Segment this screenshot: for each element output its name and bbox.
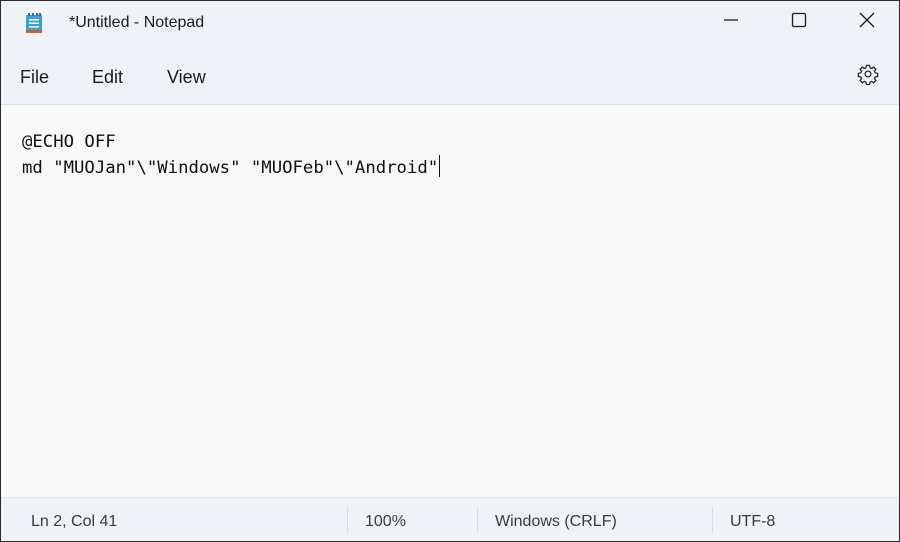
menu-edit[interactable]: Edit bbox=[92, 67, 124, 87]
status-divider bbox=[712, 508, 713, 532]
gear-icon bbox=[857, 63, 879, 90]
encoding: UTF-8 bbox=[730, 513, 776, 530]
close-icon bbox=[859, 12, 875, 33]
window-title: *Untitled - Notepad bbox=[69, 14, 205, 31]
menu-file[interactable]: File bbox=[20, 67, 50, 87]
editor-line: @ECHO OFF bbox=[22, 132, 116, 152]
menu-bar: File Edit View bbox=[1, 55, 899, 101]
notepad-icon bbox=[25, 12, 43, 34]
text-caret bbox=[439, 155, 441, 177]
minimize-icon bbox=[723, 12, 739, 33]
settings-button[interactable] bbox=[855, 63, 881, 89]
status-divider bbox=[477, 508, 478, 532]
line-ending: Windows (CRLF) bbox=[495, 513, 617, 530]
editor-line: md "MUOJan"\"Windows" "MUOFeb"\"Android" bbox=[22, 158, 439, 178]
maximize-button[interactable] bbox=[765, 1, 833, 43]
title-bar[interactable]: *Untitled - Notepad bbox=[1, 1, 899, 47]
status-bar: Ln 2, Col 41 100% Windows (CRLF) UTF-8 bbox=[1, 497, 899, 541]
text-editor[interactable]: @ECHO OFF md "MUOJan"\"Windows" "MUOFeb"\… bbox=[1, 104, 899, 497]
menu-view[interactable]: View bbox=[167, 67, 206, 87]
cursor-position: Ln 2, Col 41 bbox=[31, 513, 118, 530]
maximize-icon bbox=[791, 12, 807, 33]
zoom-level: 100% bbox=[365, 513, 406, 530]
status-divider bbox=[347, 508, 348, 532]
editor-content[interactable]: @ECHO OFF md "MUOJan"\"Windows" "MUOFeb"\… bbox=[22, 130, 441, 181]
minimize-button[interactable] bbox=[697, 1, 765, 43]
close-button[interactable] bbox=[833, 1, 899, 43]
